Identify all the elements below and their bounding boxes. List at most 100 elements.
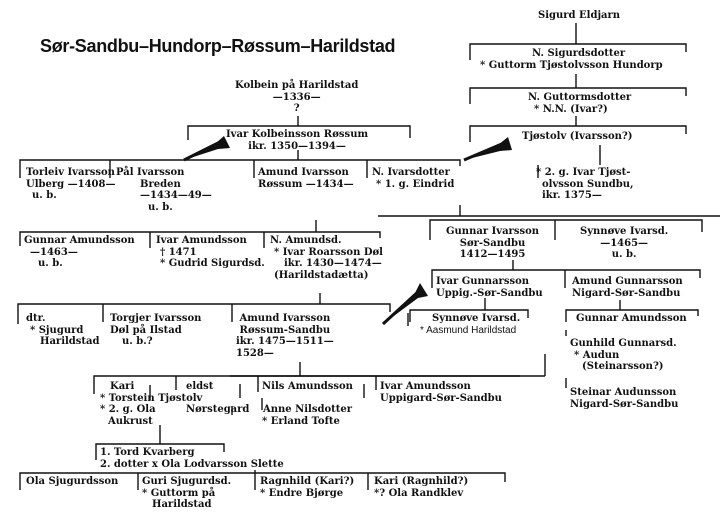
node-line: —1463— <box>30 246 78 258</box>
node-tord: 1. Tord Kvarberg 2. dotter x Ola Lodvars… <box>100 447 284 470</box>
node-line: * Audun <box>574 349 620 361</box>
node-line: N. Sigurdsdotter <box>532 48 626 59</box>
node-line: ikr. 1475—1511— <box>236 336 334 347</box>
node-line: olvsson Sundbu, <box>542 178 634 190</box>
connector <box>431 269 701 288</box>
node-line: Gunnar Amundsson <box>576 313 687 324</box>
node-line: * N.N. (Ivar?) <box>534 103 608 115</box>
node-line: Amund Ivarsson <box>239 313 331 324</box>
node-line: Amund Ivarsson <box>258 167 349 178</box>
node-line: u. b. <box>148 201 173 213</box>
node-line: * Gudrid Sigurdsd. <box>160 258 265 269</box>
node-line: Kari (Ragnhild?) <box>374 476 469 487</box>
node-line: Harildstad <box>152 499 212 510</box>
node-line: N. Amundsd. <box>270 235 342 246</box>
node-line: (Steinarsson?) <box>582 361 664 372</box>
node-line: * Guttorm på <box>142 487 216 499</box>
node-line: *? Ola Randklev <box>374 487 464 499</box>
node-line: Synnøve Ivarsd. <box>580 226 669 237</box>
node-line: Aukrust <box>108 415 153 427</box>
node-pal: Pål Ivarsson Breden —1434—49— u. b. <box>116 167 212 213</box>
node-nils: Nils Amundsson Anne Nilsdotter * Erland … <box>262 381 353 427</box>
node-tjostolv: Tjøstolv (Ivarsson?) <box>522 131 633 143</box>
node-line: N. Guttormsdotter <box>528 92 632 103</box>
node-line: —1336— <box>272 91 321 103</box>
node-line: 1412—1495 <box>459 249 526 260</box>
node-line: Kari <box>110 381 135 392</box>
node-line: ikr. 1350—1394— <box>248 140 346 152</box>
node-kolbein: Kolbein på Harildstad —1336— ? <box>235 80 358 115</box>
node-line: Røssum-Sandbu <box>239 324 331 336</box>
node-line: Ivar Gunnarsson <box>436 276 530 287</box>
node-line: * Ivar Roarsson Døl <box>274 246 383 258</box>
node-line: * Endre Bjørge <box>260 487 344 499</box>
node-line: Synnøve Ivarsd. <box>432 313 521 324</box>
node-amund-gunnarsson: Amund Gunnarsson Nigard-Sør-Sandbu <box>572 276 683 299</box>
node-n-sigurdsdotter: N. Sigurdsdotter * Guttorm Tjøstolvsson … <box>480 48 663 71</box>
node-line: Harildstad <box>40 336 100 347</box>
connector <box>19 159 461 178</box>
node-line: u. b. <box>32 190 57 201</box>
node-line: Ulberg —1408— <box>26 178 116 190</box>
connector <box>469 125 687 142</box>
node-line: (Harildstadætta) <box>274 269 369 281</box>
node-line: u. b.? <box>122 336 153 347</box>
node-line: Gunhild Gunnarsd. <box>570 338 677 349</box>
node-line: u. b. <box>611 249 637 260</box>
node-gunnar-ivarsson: Gunnar Ivarsson Sør-Sandbu 1412—1495 <box>446 226 539 261</box>
node-line: ikr. 1430—1474— <box>284 258 382 269</box>
node-line: Pål Ivarsson <box>116 167 185 178</box>
node-gunnar-amundsson-1: Gunnar Amundsson —1463— u. b. <box>24 235 135 270</box>
node-line: u. b. <box>38 258 63 269</box>
node-synnove-2: Synnøve Ivarsd. * Aasmund Harildstad <box>420 313 520 336</box>
node-kari-1: Kari * Torstein Tjøstolv * 2. g. Ola Auk… <box>100 381 202 427</box>
node-line: N. Ivarsdotter <box>372 167 450 178</box>
node-line: Anne Nilsdotter <box>262 404 352 415</box>
node-torleiv: Torleiv Ivarsson Ulberg —1408— u. b. <box>26 167 115 202</box>
node-n-guttormsdotter: N. Guttormsdotter * N.N. (Ivar?) <box>528 92 631 115</box>
node-line <box>262 393 353 405</box>
node-line: Ivar Kolbeinsson Røssum <box>226 129 369 140</box>
node-guri: Guri Sjugurdsd. * Guttorm på Harildstad <box>142 476 231 511</box>
node-torgjer: Torgjer Ivarsson Døl på Ilstad u. b.? <box>110 313 201 348</box>
node-synnove-1: Synnøve Ivarsd. —1465— u. b. <box>580 226 668 261</box>
connector <box>19 472 506 490</box>
node-line: —1434—49— <box>140 190 212 201</box>
node-line: Uppigard-Sør-Sandbu <box>380 392 502 404</box>
node-steinar: Steinar Audunsson Nigard-Sør-Sandbu <box>570 387 678 410</box>
node-line: * Erland Tofte <box>262 415 340 427</box>
chart-title: Sør-Sandbu–Hundorp–Røssum–Harildstad <box>40 36 396 56</box>
node-ivar-tjostolvsson: * 2. g. Ivar Tjøst- olvsson Sundbu, ikr.… <box>536 167 633 202</box>
node-line: Guri Sjugurdsd. <box>142 476 232 487</box>
node-line: ikr. 1375— <box>542 190 602 201</box>
node-n-amundsd: N. Amundsd. * Ivar Roarsson Døl ikr. 143… <box>270 235 383 281</box>
node-line: Breden <box>140 178 181 190</box>
node-n-ivarsdotter: N. Ivarsdotter * 1. g. Eindrid <box>372 167 454 190</box>
node-line: Amund Gunnarsson <box>572 276 683 287</box>
node-line: 1. Tord Kvarberg <box>100 447 195 458</box>
node-line: Nigard-Sør-Sandbu <box>570 398 679 410</box>
node-line: Torleiv Ivarsson <box>26 167 115 178</box>
node-amund-ivarsson-1: Amund Ivarsson Røssum —1434— <box>258 167 354 190</box>
connector <box>187 125 411 140</box>
node-line: Steinar Audunsson <box>570 387 677 398</box>
node-line: Sigurd Eldjarn <box>538 10 621 21</box>
node-line: Nørstegard <box>186 404 250 415</box>
node-line: 2. dotter x Ola Lodvarsson Slette <box>100 458 284 470</box>
connector <box>565 309 699 322</box>
connector <box>93 375 520 394</box>
node-sigurd: Sigurd Eldjarn <box>538 10 620 22</box>
node-amund-ivarsson-2: Amund Ivarsson Røssum-Sandbu ikr. 1475—1… <box>236 313 334 359</box>
node-line: dtr. <box>26 313 46 324</box>
node-line: eldst <box>186 381 214 392</box>
node-line: Kolbein på Harildstad <box>235 80 359 91</box>
node-line: Uppig.-Sør-Sandbu <box>436 287 543 299</box>
node-line: Gunnar Amundsson <box>24 235 135 246</box>
node-line: Sør-Sandbu <box>459 237 526 249</box>
node-line: ? <box>293 103 300 114</box>
node-line: * 1. g. Eindrid <box>376 178 455 190</box>
node-line: 1528— <box>236 347 274 359</box>
node-line: Røssum —1434— <box>258 178 354 190</box>
